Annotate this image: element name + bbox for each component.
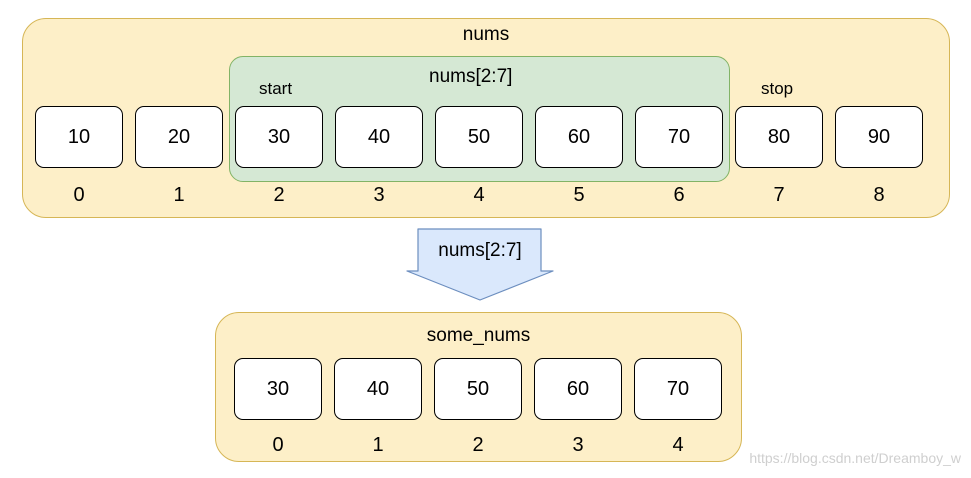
some-nums-index-3: 3 (572, 434, 584, 456)
stop-label: stop (761, 79, 794, 98)
arrow-label: nums[2:7] (438, 240, 522, 261)
nums-title: nums (462, 24, 510, 45)
nums-cell-6: 70 (635, 106, 723, 168)
slice-label: nums[2:7] (429, 66, 513, 87)
some-nums-cell-1: 40 (334, 358, 422, 420)
nums-cell-7: 80 (735, 106, 823, 168)
nums-cell-3: 40 (335, 106, 423, 168)
nums-index-6: 6 (673, 184, 685, 206)
nums-index-0: 0 (73, 184, 85, 206)
some-nums-cell-3: 60 (534, 358, 622, 420)
some-nums-index-0: 0 (272, 434, 284, 456)
nums-cell-4: 50 (435, 106, 523, 168)
some-nums-index-1: 1 (372, 434, 384, 456)
nums-cell-0: 10 (35, 106, 123, 168)
some-nums-index-2: 2 (472, 434, 484, 456)
nums-cell-1: 20 (135, 106, 223, 168)
nums-index-7: 7 (773, 184, 785, 206)
some-nums-cell-0: 30 (234, 358, 322, 420)
nums-cell-2: 30 (235, 106, 323, 168)
start-label: start (259, 79, 293, 98)
nums-index-2: 2 (273, 184, 285, 206)
nums-cell-8: 90 (835, 106, 923, 168)
nums-index-4: 4 (473, 184, 485, 206)
some-nums-title: some_nums (426, 325, 531, 346)
nums-index-8: 8 (873, 184, 885, 206)
nums-index-1: 1 (173, 184, 185, 206)
nums-index-3: 3 (373, 184, 385, 206)
some-nums-index-4: 4 (672, 434, 684, 456)
watermark-text: https://blog.csdn.net/Dreamboy_w (749, 450, 961, 466)
nums-cell-5: 60 (535, 106, 623, 168)
some-nums-cell-2: 50 (434, 358, 522, 420)
some-nums-cell-4: 70 (634, 358, 722, 420)
nums-index-5: 5 (573, 184, 585, 206)
